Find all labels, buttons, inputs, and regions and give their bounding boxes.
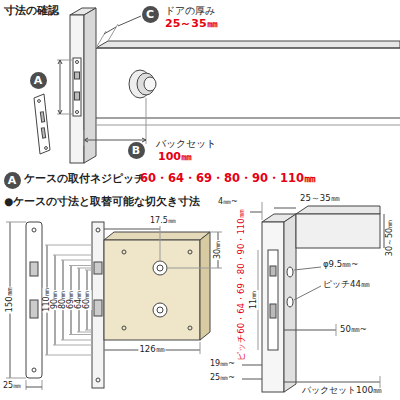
dimension-line	[53, 345, 92, 346]
dimension-label: ケースの取付ネジピッチ	[24, 173, 145, 185]
dimension-label: 11㎜	[250, 290, 259, 310]
dimension-line	[69, 265, 92, 266]
callout-letter-text: A	[8, 175, 17, 186]
dimension-line	[45, 245, 92, 246]
dimension-label: 100㎜	[158, 151, 192, 163]
dimension-label: 30㎜	[214, 240, 223, 260]
dimension-label: 19㎜~	[210, 360, 235, 369]
dimension-line	[61, 260, 92, 261]
dimension-label: ●ケースの寸法と取替可能な切欠き寸法	[4, 196, 200, 208]
dimension-label: 126㎜	[138, 345, 165, 354]
dimension-line	[61, 340, 92, 341]
dimension-label: ドアの厚み	[165, 5, 215, 16]
callout-letter-text: C	[146, 9, 154, 20]
dimension-label: 25㎜	[3, 382, 21, 391]
dimension-label: 30～50㎜	[386, 219, 395, 257]
dimension-label: φ9.5㎜~	[323, 260, 358, 269]
dimension-label: ピッチ44㎜	[323, 280, 370, 289]
callout-letter-text: A	[34, 75, 43, 86]
dimension-label: 25㎜~	[210, 374, 235, 383]
dimension-line	[77, 332, 92, 333]
dimension-label: バックセット100㎜	[302, 386, 382, 396]
callout-letter: A	[4, 172, 21, 189]
dimension-line	[53, 255, 92, 256]
dimension-label: 25～35㎜	[165, 18, 218, 30]
dimension-line	[85, 270, 92, 271]
dimension-line	[77, 268, 92, 269]
dimension-label: 60・64・69・80・90・110㎜	[140, 172, 316, 185]
dimension-label: 17.5㎜	[150, 217, 176, 226]
callout-letter-text: B	[132, 145, 140, 156]
dimension-line	[45, 355, 92, 356]
callout-letter: C	[142, 6, 159, 23]
dimension-label: 60㎜	[83, 290, 92, 310]
dimension-line	[85, 330, 92, 331]
dimension-label: 4㎜~	[218, 198, 238, 207]
callout-letter: A	[30, 72, 47, 89]
dimension-line	[69, 334, 92, 335]
title: 寸法の確認	[4, 5, 59, 17]
dimension-label: バックセット	[156, 138, 216, 149]
dimension-label: 25～35㎜	[300, 194, 340, 203]
dimension-label: ピッチ60・64・69・80・90・110㎜	[237, 208, 246, 361]
dimension-label: 150㎜	[5, 286, 14, 313]
callout-letter: B	[128, 142, 145, 159]
dimension-label: 50㎜~	[340, 325, 367, 334]
